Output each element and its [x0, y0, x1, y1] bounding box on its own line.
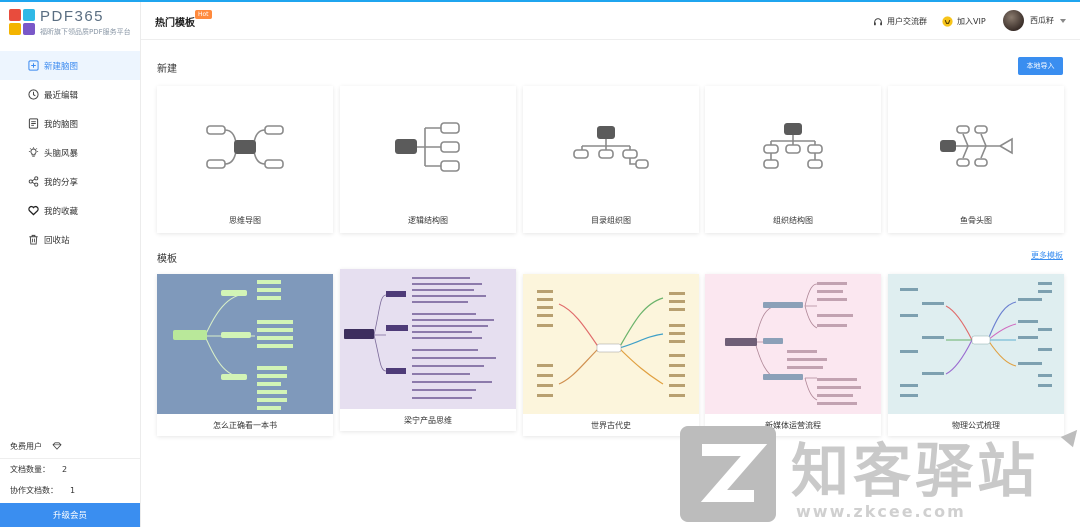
share-icon [28, 176, 39, 187]
template-card[interactable]: 新媒体运营流程 [705, 274, 881, 436]
card-label: 目录组织图 [591, 216, 631, 225]
diamond-icon [52, 442, 62, 450]
user-type-row: 免费用户 [0, 434, 140, 459]
doc-count-label: 文档数量： [10, 465, 50, 474]
vip-crown-icon [942, 16, 953, 27]
card-label: 物理公式梳理 [952, 420, 1000, 430]
username: 西瓜籽 [1030, 16, 1054, 25]
template-thumbnail [523, 274, 699, 414]
new-logic-chart-card[interactable]: 逻辑结构图 [340, 86, 516, 233]
sidebar-item-my-shares[interactable]: 我的分享 [0, 167, 140, 196]
directory-org-icon [573, 126, 649, 169]
watermark-arrow-icon [1060, 424, 1080, 448]
new-org-chart-card[interactable]: 组织结构图 [705, 86, 881, 233]
template-card[interactable]: 物理公式梳理 [888, 274, 1064, 436]
new-fishbone-card[interactable]: 鱼骨头图 [888, 86, 1064, 233]
section-title-new: 新建 [157, 64, 177, 75]
heart-icon [28, 205, 39, 216]
card-label: 怎么正确看一本书 [213, 420, 277, 430]
doc-count-row: 文档数量： 2 [0, 459, 140, 480]
clock-icon [28, 89, 39, 100]
chevron-down-icon [1060, 18, 1066, 23]
headset-icon [874, 17, 882, 25]
plus-square-icon [28, 60, 39, 71]
sidebar-item-label: 我的脑图 [44, 119, 79, 130]
more-templates-link[interactable]: 更多模板 [1031, 251, 1063, 260]
card-label: 逻辑结构图 [408, 216, 448, 225]
upgrade-member-button[interactable]: 升级会员 [0, 503, 140, 527]
new-mindmap-card[interactable]: 思维导图 [157, 86, 333, 233]
template-thumbnail [705, 274, 881, 414]
logic-structure-icon [395, 122, 460, 172]
sidebar-item-brainstorm[interactable]: 头脑风暴 [0, 138, 140, 167]
sidebar-nav: 新建脑图 最近编辑 我的脑图 头脑风暴 我的分享 我的收藏 回收站 [0, 51, 140, 254]
template-card[interactable]: 世界古代史 [523, 274, 699, 436]
logo-icon [9, 9, 35, 35]
doc-count-value: 2 [62, 465, 68, 474]
sidebar-item-recent[interactable]: 最近编辑 [0, 80, 140, 109]
watermark-url: www.zkcee.com [796, 502, 966, 521]
page-title: 热门模板 [155, 18, 195, 29]
collab-count-label: 协作文档数： [10, 486, 58, 495]
section-title-templates: 模板 [157, 254, 177, 265]
user-menu[interactable]: 西瓜籽 [1003, 10, 1066, 31]
mindmap-icon [206, 125, 284, 169]
card-label: 鱼骨头图 [960, 216, 992, 225]
sidebar-item-favorites[interactable]: 我的收藏 [0, 196, 140, 225]
template-card[interactable]: 梁宁产品思维 [340, 269, 516, 431]
document-icon [28, 118, 39, 129]
join-vip-link[interactable]: 加入VIP [942, 16, 986, 27]
sidebar-item-label: 新建脑图 [44, 61, 79, 72]
logo-brand: PDF365 [40, 8, 105, 25]
card-label: 新媒体运营流程 [765, 420, 821, 430]
top-header: 热门模板 Hot 用户交流群 加入VIP 西瓜籽 [141, 2, 1080, 40]
watermark-z-logo [680, 426, 776, 522]
card-label: 梁宁产品思维 [404, 415, 452, 425]
user-group-link[interactable]: 用户交流群 [873, 16, 927, 27]
avatar [1003, 10, 1024, 31]
sidebar-item-label: 回收站 [44, 235, 70, 246]
sidebar-item-label: 我的分享 [44, 177, 79, 188]
sidebar-item-label: 最近编辑 [44, 90, 79, 101]
trash-icon [29, 234, 38, 245]
org-chart-icon [763, 123, 823, 169]
logo-tagline: 福昕旗下领品质PDF服务平台 [40, 28, 131, 36]
sidebar: PDF365 福昕旗下领品质PDF服务平台 新建脑图 最近编辑 我的脑图 头脑风… [0, 2, 141, 527]
hot-badge: Hot [195, 10, 212, 19]
collab-count-row: 协作文档数： 1 [0, 480, 140, 501]
sidebar-item-label: 我的收藏 [44, 206, 79, 217]
account-summary: 免费用户 文档数量： 2 协作文档数： 1 [0, 434, 140, 501]
template-thumbnail [157, 274, 333, 414]
new-directory-chart-card[interactable]: 目录组织图 [523, 86, 699, 233]
template-thumbnail [340, 269, 516, 409]
sidebar-item-trash[interactable]: 回收站 [0, 225, 140, 254]
template-thumbnail [888, 274, 1064, 414]
local-import-button[interactable]: 本地导入 [1018, 57, 1063, 75]
pdf365-logo[interactable]: PDF365 福昕旗下领品质PDF服务平台 [9, 8, 139, 38]
watermark-text: 知客驿站 [791, 437, 1040, 505]
top-accent-line [0, 0, 1080, 2]
template-card[interactable]: 怎么正确看一本书 [157, 274, 333, 436]
card-label: 组织结构图 [773, 216, 813, 225]
user-group-label: 用户交流群 [887, 17, 927, 26]
collab-count-value: 1 [70, 486, 76, 495]
sidebar-item-new-mindmap[interactable]: 新建脑图 [0, 51, 140, 80]
join-vip-label: 加入VIP [957, 17, 986, 26]
card-label: 思维导图 [229, 216, 261, 225]
watermark: 知客驿站 www.zkcee.com [676, 420, 1080, 527]
fishbone-icon [940, 125, 1013, 167]
sidebar-item-label: 头脑风暴 [44, 148, 79, 159]
sidebar-item-my-mindmaps[interactable]: 我的脑图 [0, 109, 140, 138]
card-label: 世界古代史 [591, 420, 631, 430]
user-type-label: 免费用户 [10, 441, 42, 451]
lightbulb-icon [28, 147, 39, 157]
